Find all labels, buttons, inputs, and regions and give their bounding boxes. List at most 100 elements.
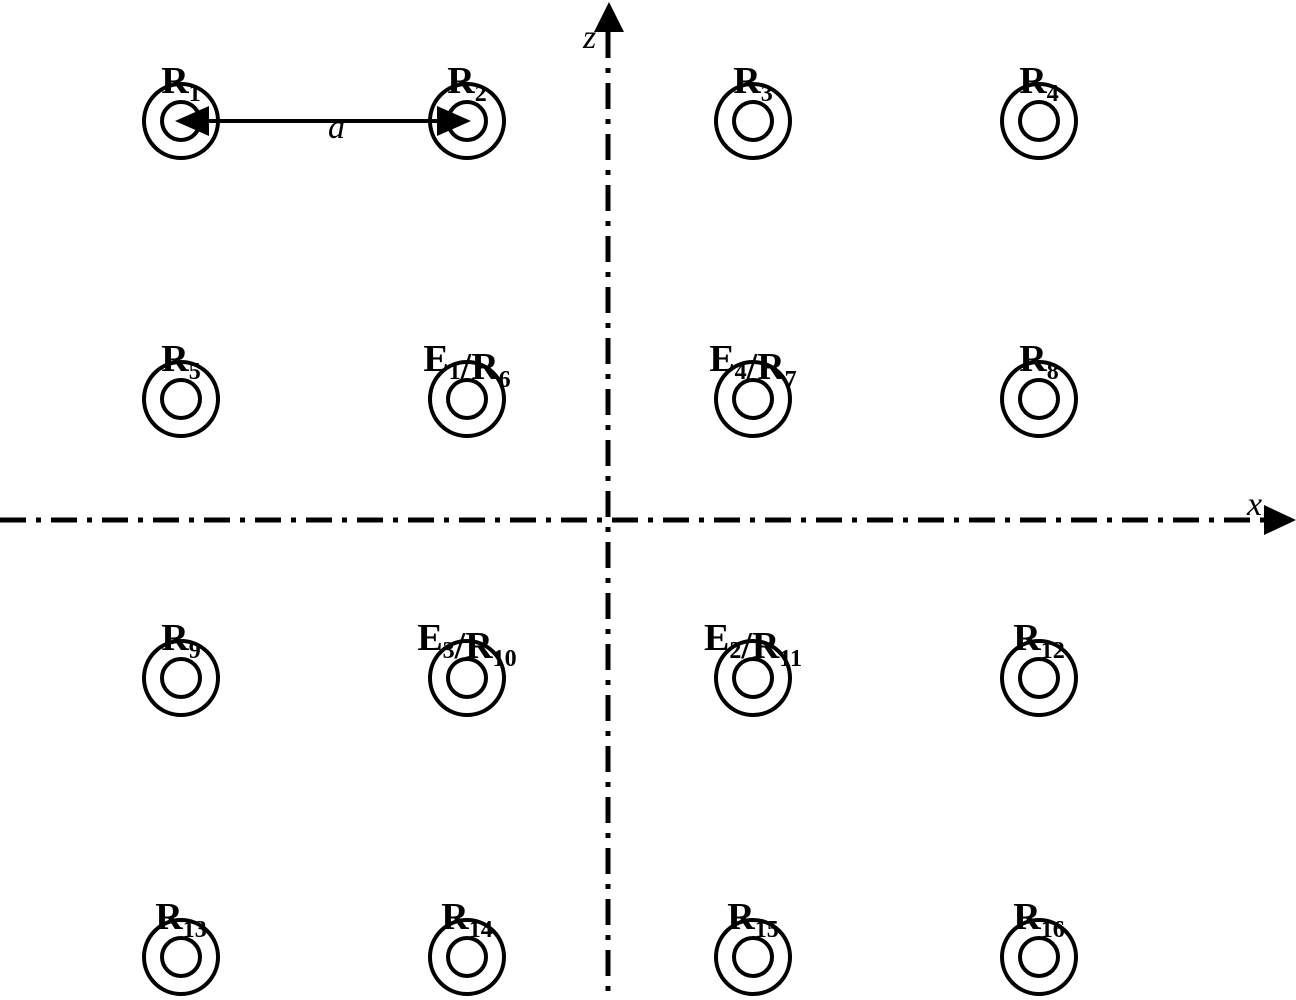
- node-label-subscript: 13: [183, 917, 207, 943]
- node-label-base: R: [161, 617, 189, 659]
- node: R13: [142, 896, 220, 996]
- node-label-base: E: [704, 617, 729, 659]
- node-outer-ring: [428, 918, 506, 996]
- node-label-base: R: [161, 60, 189, 102]
- node-label-base: /R: [454, 625, 494, 667]
- node-outer-ring: [428, 360, 506, 438]
- node-label-subscript: 7: [785, 367, 797, 393]
- node-label-base: R: [733, 60, 761, 102]
- node-label-base: R: [1019, 60, 1047, 102]
- node: R12: [1000, 617, 1078, 717]
- node-label: E4/R7: [709, 338, 796, 393]
- node: E3/R10: [417, 617, 517, 717]
- node: R8: [1000, 338, 1078, 438]
- node-label-subscript: 6: [499, 367, 511, 393]
- node-inner-ring: [732, 936, 774, 978]
- node-label: E3/R10: [417, 617, 516, 672]
- node-inner-ring: [1018, 378, 1060, 420]
- node-label-base: E: [417, 617, 442, 659]
- node-label-base: R: [1013, 617, 1041, 659]
- node: R2: [428, 60, 506, 160]
- node-outer-ring: [714, 639, 792, 717]
- x-axis-label: x: [1246, 486, 1262, 523]
- node-inner-ring: [1018, 936, 1060, 978]
- node-label: R12: [1013, 617, 1064, 664]
- node-label-subscript: 10: [493, 646, 517, 672]
- node-label-subscript: 2: [729, 638, 741, 664]
- node-label: R13: [155, 896, 206, 943]
- node: R16: [1000, 896, 1078, 996]
- node: R9: [142, 617, 220, 717]
- node-label: E2/R11: [704, 617, 802, 672]
- node-label: R16: [1013, 896, 1064, 943]
- node-inner-ring: [732, 100, 774, 142]
- node-inner-ring: [160, 936, 202, 978]
- node-inner-ring: [732, 378, 774, 420]
- node-label-base: R: [155, 896, 183, 938]
- node-label: R8: [1019, 338, 1058, 385]
- node-label-subscript: 4: [735, 359, 747, 385]
- node-label-subscript: 16: [1041, 917, 1065, 943]
- node-outer-ring: [1000, 360, 1078, 438]
- node-label-subscript: 2: [475, 81, 487, 107]
- node-label-subscript: 11: [779, 646, 802, 672]
- node-outer-ring: [714, 82, 792, 160]
- node-label-subscript: 8: [1047, 359, 1059, 385]
- dimension-annotation: a: [175, 106, 471, 146]
- z-axis-arrowhead: [594, 2, 624, 32]
- node-label: R14: [441, 896, 492, 943]
- node-inner-ring: [446, 936, 488, 978]
- node-label-subscript: 1: [449, 359, 461, 385]
- node-label-base: R: [447, 60, 475, 102]
- node-outer-ring: [714, 918, 792, 996]
- node-outer-ring: [142, 360, 220, 438]
- node-outer-ring: [142, 639, 220, 717]
- node-label: R9: [161, 617, 200, 664]
- node-label: R3: [733, 60, 772, 107]
- node-label-base: /R: [460, 346, 500, 388]
- node-inner-ring: [160, 657, 202, 699]
- node-label-subscript: 5: [189, 359, 201, 385]
- z-axis-label: z: [582, 19, 596, 56]
- node-inner-ring: [446, 378, 488, 420]
- dimension-label: a: [328, 109, 345, 146]
- node-label-subscript: 4: [1047, 81, 1059, 107]
- node-outer-ring: [1000, 918, 1078, 996]
- node-label-base: E: [423, 338, 448, 380]
- node: E2/R11: [704, 617, 802, 717]
- node-label-base: R: [727, 896, 755, 938]
- node-inner-ring: [160, 378, 202, 420]
- node-label-base: R: [1013, 896, 1041, 938]
- node: R5: [142, 338, 220, 438]
- dimension-arrowhead-right: [437, 106, 471, 136]
- node: R3: [714, 60, 792, 160]
- node-label-base: R: [441, 896, 469, 938]
- node-label-subscript: 9: [189, 638, 201, 664]
- node-label: R4: [1019, 60, 1058, 107]
- node-label-base: /R: [746, 346, 786, 388]
- node-label-subscript: 15: [755, 917, 779, 943]
- node-outer-ring: [1000, 639, 1078, 717]
- node: E4/R7: [709, 338, 797, 438]
- node-inner-ring: [1018, 657, 1060, 699]
- node: R4: [1000, 60, 1078, 160]
- node: R14: [428, 896, 506, 996]
- x-axis-arrowhead: [1264, 505, 1296, 535]
- node-outer-ring: [1000, 82, 1078, 160]
- node-outer-ring: [428, 639, 506, 717]
- node-label: R15: [727, 896, 778, 943]
- node-label-base: E: [709, 338, 734, 380]
- node-label-subscript: 1: [189, 81, 201, 107]
- node-label-subscript: 14: [469, 917, 493, 943]
- dimension-arrowhead-left: [175, 106, 209, 136]
- node-label: R1: [161, 60, 200, 107]
- node-label-subscript: 3: [761, 81, 773, 107]
- node-label-base: R: [161, 338, 189, 380]
- node: E1/R6: [423, 338, 511, 438]
- node-label: R5: [161, 338, 200, 385]
- node-label-base: R: [1019, 338, 1047, 380]
- node-label-subscript: 3: [443, 638, 455, 664]
- node-inner-ring: [732, 657, 774, 699]
